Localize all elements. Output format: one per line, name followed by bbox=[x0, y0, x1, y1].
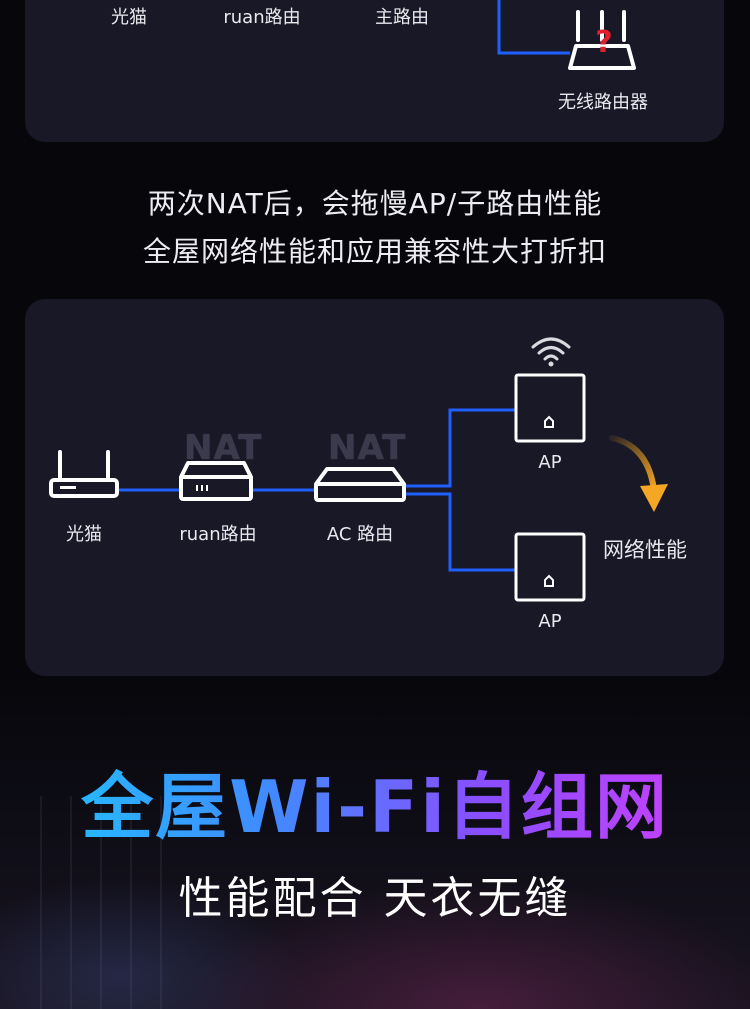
soft-router-icon bbox=[179, 461, 253, 501]
decline-arrow-icon bbox=[609, 435, 668, 512]
modem-icon bbox=[49, 450, 119, 498]
network-links bbox=[116, 408, 516, 572]
wireless-router-label: 无线路由器 bbox=[558, 92, 648, 113]
caption-line-1: 两次NAT后，会拖慢AP/子路由性能 bbox=[147, 187, 603, 220]
top-main-router-label: 主路由 bbox=[375, 7, 429, 28]
top-connection-line bbox=[497, 0, 570, 55]
soft-router-label: ruan路由 bbox=[179, 524, 257, 545]
headline-title: 全屋Wi-Fi自组网 bbox=[0, 748, 750, 853]
nat-diagram-panel bbox=[25, 299, 724, 676]
headline-tagline: 性能配合 天衣无缝 bbox=[178, 873, 572, 924]
ac-router-icon bbox=[314, 467, 406, 502]
nat-label-2: NAT bbox=[328, 428, 407, 468]
ac-router-label: AC 路由 bbox=[326, 524, 394, 545]
ap-label-top: AP bbox=[538, 452, 562, 473]
access-point-icon bbox=[514, 532, 586, 602]
modem-label: 光猫 bbox=[66, 524, 102, 545]
network-performance-label: 网络性能 bbox=[603, 538, 687, 562]
top-modem-label: 光猫 bbox=[111, 7, 147, 28]
question-mark-icon: ? bbox=[595, 25, 612, 60]
wireless-router-icon: ? bbox=[568, 10, 636, 70]
caption-line-2: 全屋网络性能和应用兼容性大打折扣 bbox=[142, 235, 607, 268]
background-scene bbox=[0, 676, 750, 1009]
wifi-icon bbox=[531, 337, 571, 367]
top-diagram-panel bbox=[25, 0, 724, 142]
ap-label-bottom: AP bbox=[538, 611, 562, 632]
access-point-icon bbox=[514, 373, 586, 443]
top-soft-router-label: ruan路由 bbox=[223, 7, 301, 28]
